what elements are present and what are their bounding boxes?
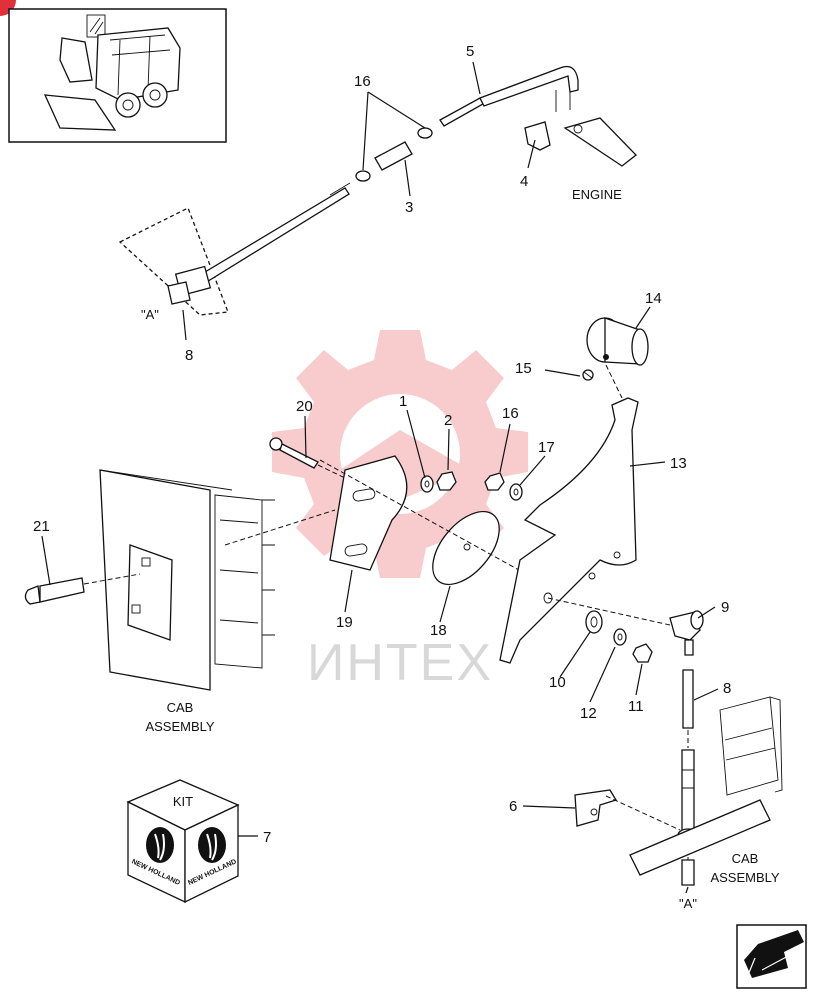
callout-21: 21: [33, 518, 50, 535]
callout-3: 3: [405, 199, 413, 216]
kit-box-7: KIT NEW HOLLAND NEW HOLLAND: [126, 779, 258, 904]
pedal-plate-13: [499, 397, 639, 664]
label-cab-left-1: CAB: [167, 700, 194, 715]
callout-17: 17: [538, 439, 555, 456]
callout-9: 9: [721, 599, 729, 616]
callout-19: 19: [336, 614, 353, 631]
callout-1: 1: [399, 393, 407, 410]
next-page-arrow-icon[interactable]: [736, 924, 807, 989]
leader-lines: [41, 61, 719, 894]
bolt-21: [24, 573, 141, 605]
callout-20: 20: [296, 398, 313, 415]
callout-8-bottom: 8: [723, 680, 731, 697]
disc-18: [319, 459, 556, 591]
callout-8-top: 8: [185, 347, 193, 364]
callout-2: 2: [444, 412, 452, 429]
ref-a-bottom: "A": [679, 896, 697, 911]
callout-7: 7: [263, 829, 271, 846]
callout-4: 4: [520, 173, 528, 190]
label-cab-right-2: ASSEMBLY: [710, 870, 779, 885]
label-cab-right-1: CAB: [732, 851, 759, 866]
upper-throttle-rod: [118, 65, 637, 316]
label-engine: ENGINE: [572, 187, 622, 202]
callout-11: 11: [628, 698, 644, 715]
watermark-text: ИНТЕХ: [307, 634, 493, 692]
callout-13: 13: [670, 455, 687, 472]
label-cab-left-2: ASSEMBLY: [145, 719, 214, 734]
skid-steer-loader-thumbnail: [8, 8, 227, 143]
callout-16-mid: 16: [502, 405, 519, 422]
callout-5: 5: [466, 43, 474, 60]
callout-16-top: 16: [354, 73, 371, 90]
callout-15: 15: [515, 360, 532, 377]
corner-badge: [0, 0, 16, 16]
bracket-19: [329, 455, 408, 571]
ref-a-top: "A": [141, 307, 159, 322]
callout-10: 10: [549, 674, 566, 691]
callout-18: 18: [430, 622, 447, 639]
callout-12: 12: [580, 705, 597, 722]
callout-6: 6: [509, 798, 517, 815]
fasteners-upper: [420, 471, 523, 501]
callout-14: 14: [645, 290, 662, 307]
cab-panel-left: [99, 469, 336, 691]
pedal-knob-14: [582, 317, 649, 399]
lower-throttle-rod: [574, 669, 783, 886]
kit-label: KIT: [173, 794, 193, 809]
fasteners-lower: [543, 592, 704, 663]
